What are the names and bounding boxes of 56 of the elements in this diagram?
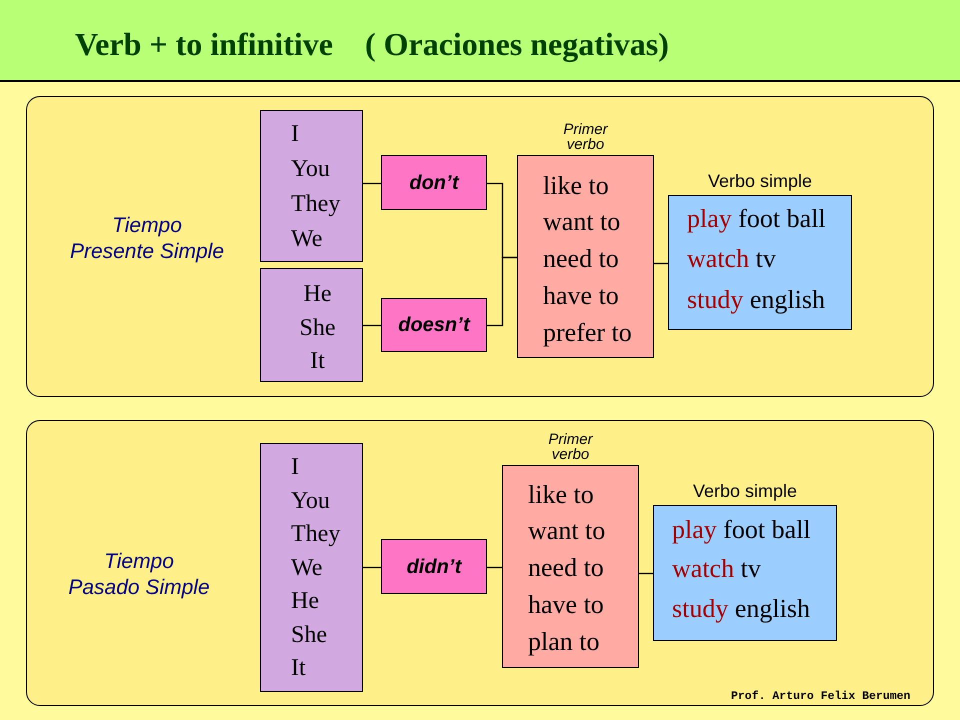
connector-line: [639, 572, 653, 574]
auxiliary-box: [381, 155, 487, 210]
pronoun-text: They: [291, 190, 340, 218]
connector-line: [487, 256, 517, 326]
pronoun-text: They: [291, 520, 340, 549]
pronoun-text: You: [291, 154, 330, 184]
tense-label: Tiempo Presente Simple: [68, 213, 226, 265]
pronoun-box: [260, 443, 363, 692]
verb-text: have to: [528, 588, 604, 621]
verb-text: plan to: [528, 626, 600, 658]
connector-line: [654, 262, 668, 264]
pronoun-text: We: [291, 554, 322, 582]
verb-text: want to: [528, 515, 606, 548]
pronoun-text: I: [291, 120, 299, 148]
verb-phrase-text: study english: [687, 284, 825, 316]
verb-text: want to: [543, 206, 620, 238]
rounded-panel: [26, 96, 934, 397]
title: Verb + to infinitive ( Oraciones negativas): [75, 25, 669, 63]
verb-text: need to: [528, 552, 604, 584]
pronoun-text: He: [291, 587, 319, 616]
verb-text: like to: [528, 478, 594, 511]
auxiliary-verb-text: don’t: [409, 170, 459, 194]
auxiliary-verb-text: doesn’t: [398, 313, 470, 337]
connector-line: [363, 324, 381, 326]
pronoun-text: She: [291, 620, 327, 650]
auxiliary-box: [381, 539, 487, 594]
verb-text: have to: [543, 280, 619, 312]
verb-phrase-text: study english: [672, 592, 810, 625]
verb-phrase-text: watch tv: [672, 553, 761, 585]
pronoun-text: I: [291, 453, 299, 482]
pronoun-text: He: [304, 280, 332, 309]
pronoun-box: [260, 268, 363, 382]
verb-phrase-text: play foot ball: [687, 202, 826, 235]
pronoun-text: It: [310, 347, 325, 376]
connector-line: [487, 566, 502, 568]
box-heading: Verbo simple: [692, 480, 798, 502]
verb-text: like to: [543, 170, 609, 202]
connector-line: [363, 566, 381, 568]
verb-text: need to: [543, 243, 619, 276]
verb-phrase-text: watch tv: [687, 243, 776, 276]
author-credit: Prof. Arturo Felix Berumen: [731, 689, 910, 705]
box-heading: Primer verbo: [547, 432, 594, 462]
pronoun-text: It: [291, 654, 306, 683]
tense-label: Tiempo Pasado Simple: [67, 549, 211, 601]
connector-line: [363, 182, 381, 184]
rounded-panel: [26, 420, 934, 706]
verb-phrase-text: play foot ball: [672, 514, 811, 546]
box-heading: Primer verbo: [562, 122, 609, 152]
box-heading: Verbo simple: [708, 170, 812, 192]
verb-text: prefer to: [543, 316, 632, 349]
pronoun-text: You: [291, 486, 330, 516]
pronoun-text: She: [300, 314, 336, 342]
pronoun-text: We: [291, 224, 322, 254]
auxiliary-verb-text: didn’t: [406, 554, 462, 578]
pronoun-box: [260, 110, 363, 262]
auxiliary-box: [381, 298, 487, 352]
